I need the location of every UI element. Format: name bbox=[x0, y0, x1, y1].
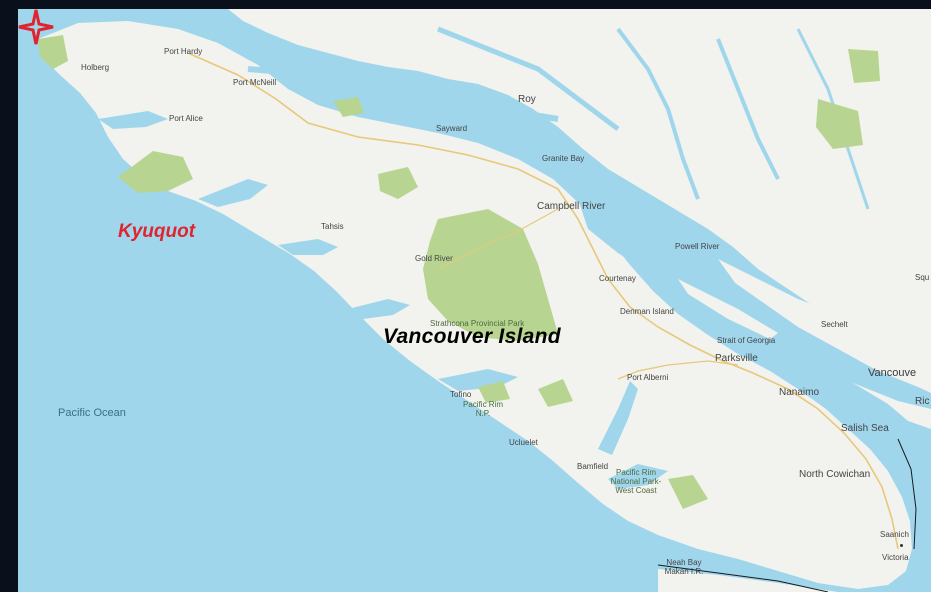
label-pacific-rim-west-coast: Pacific Rim National Park-West Coast bbox=[610, 468, 662, 495]
label-sechelt: Sechelt bbox=[821, 320, 848, 329]
channel bbox=[247, 66, 559, 122]
strait-of-georgia bbox=[578, 199, 931, 409]
international-border-east bbox=[897, 438, 917, 550]
label-vancouver-partial: Vancouve bbox=[868, 367, 917, 379]
international-border bbox=[657, 564, 829, 592]
label-port-alice: Port Alice bbox=[169, 114, 203, 123]
park-small bbox=[816, 99, 863, 149]
park-strathcona bbox=[423, 209, 558, 341]
label-pacific-ocean: Pacific Ocean bbox=[58, 407, 126, 419]
label-salish-sea: Salish Sea bbox=[841, 423, 889, 434]
label-tahsis: Tahsis bbox=[321, 222, 344, 231]
label-port-hardy: Port Hardy bbox=[164, 47, 203, 56]
channel bbox=[616, 27, 700, 200]
inlet bbox=[278, 239, 338, 255]
map-canvas[interactable]: Port Hardy Holberg Port McNeill Port Ali… bbox=[18, 9, 931, 592]
mainland-landmass bbox=[228, 9, 931, 369]
park-small bbox=[478, 381, 510, 403]
inlet bbox=[608, 464, 668, 489]
highway-4 bbox=[617, 360, 739, 380]
four-point-star-marker-icon[interactable] bbox=[18, 9, 54, 45]
inlet bbox=[198, 179, 268, 207]
label-strait-of-georgia: Strait of Georgia bbox=[717, 336, 776, 345]
alberni-inlet bbox=[598, 381, 638, 455]
label-north-cowichan: North Cowichan bbox=[799, 469, 871, 480]
park-small bbox=[668, 475, 708, 509]
marker-label-kyuquot: Kyuquot bbox=[118, 221, 196, 242]
park-cape-scott bbox=[38, 35, 68, 69]
label-gold-river: Gold River bbox=[415, 254, 453, 263]
label-sayward: Sayward bbox=[436, 124, 468, 133]
city-dot-saanich bbox=[900, 544, 903, 547]
label-bamfield: Bamfield bbox=[577, 462, 609, 471]
texada-island bbox=[678, 279, 778, 339]
label-ucluelet: Ucluelet bbox=[509, 438, 538, 447]
label-granite-bay: Granite Bay bbox=[542, 154, 585, 163]
label-richmond-partial: Ric bbox=[915, 396, 930, 407]
highway-19 bbox=[187, 52, 899, 550]
park-small bbox=[848, 49, 880, 83]
label-parksville: Parksville bbox=[715, 353, 758, 364]
label-port-mcneill: Port McNeill bbox=[233, 78, 277, 87]
map-title: Vancouver Island bbox=[383, 325, 561, 348]
label-denman-island: Denman Island bbox=[620, 307, 674, 316]
label-squamish-partial: Squ bbox=[915, 273, 930, 282]
label-campbell-river: Campbell River bbox=[537, 201, 606, 212]
road-gold-river bbox=[437, 208, 559, 270]
denman-island bbox=[636, 309, 678, 331]
channel bbox=[716, 38, 780, 180]
label-tofino: Tofino bbox=[450, 390, 472, 399]
label-courtenay: Courtenay bbox=[599, 274, 636, 283]
label-nanaimo: Nanaimo bbox=[779, 387, 820, 398]
park-small bbox=[378, 167, 418, 199]
label-neah-bay: Neah Bay Makah I.R. bbox=[664, 558, 704, 576]
label-holberg: Holberg bbox=[81, 63, 110, 72]
label-saanich: Saanich bbox=[880, 530, 909, 539]
label-powell-river: Powell River bbox=[675, 242, 720, 251]
channel bbox=[437, 26, 620, 131]
label-port-alberni: Port Alberni bbox=[627, 373, 669, 382]
park-kyuquot-area bbox=[118, 151, 193, 193]
label-pacific-rim-np: Pacific Rim N.P. bbox=[463, 400, 504, 418]
olympic-peninsula bbox=[658, 569, 838, 592]
park-small bbox=[333, 97, 364, 117]
park-small bbox=[538, 379, 573, 407]
map-graphic bbox=[18, 9, 931, 592]
label-victoria: Victoria bbox=[882, 553, 909, 562]
label-strathcona-park: Strathcona Provincial Park bbox=[430, 319, 525, 328]
inlet bbox=[348, 299, 410, 319]
label-roy: Roy bbox=[518, 94, 536, 105]
inlet bbox=[98, 111, 168, 129]
